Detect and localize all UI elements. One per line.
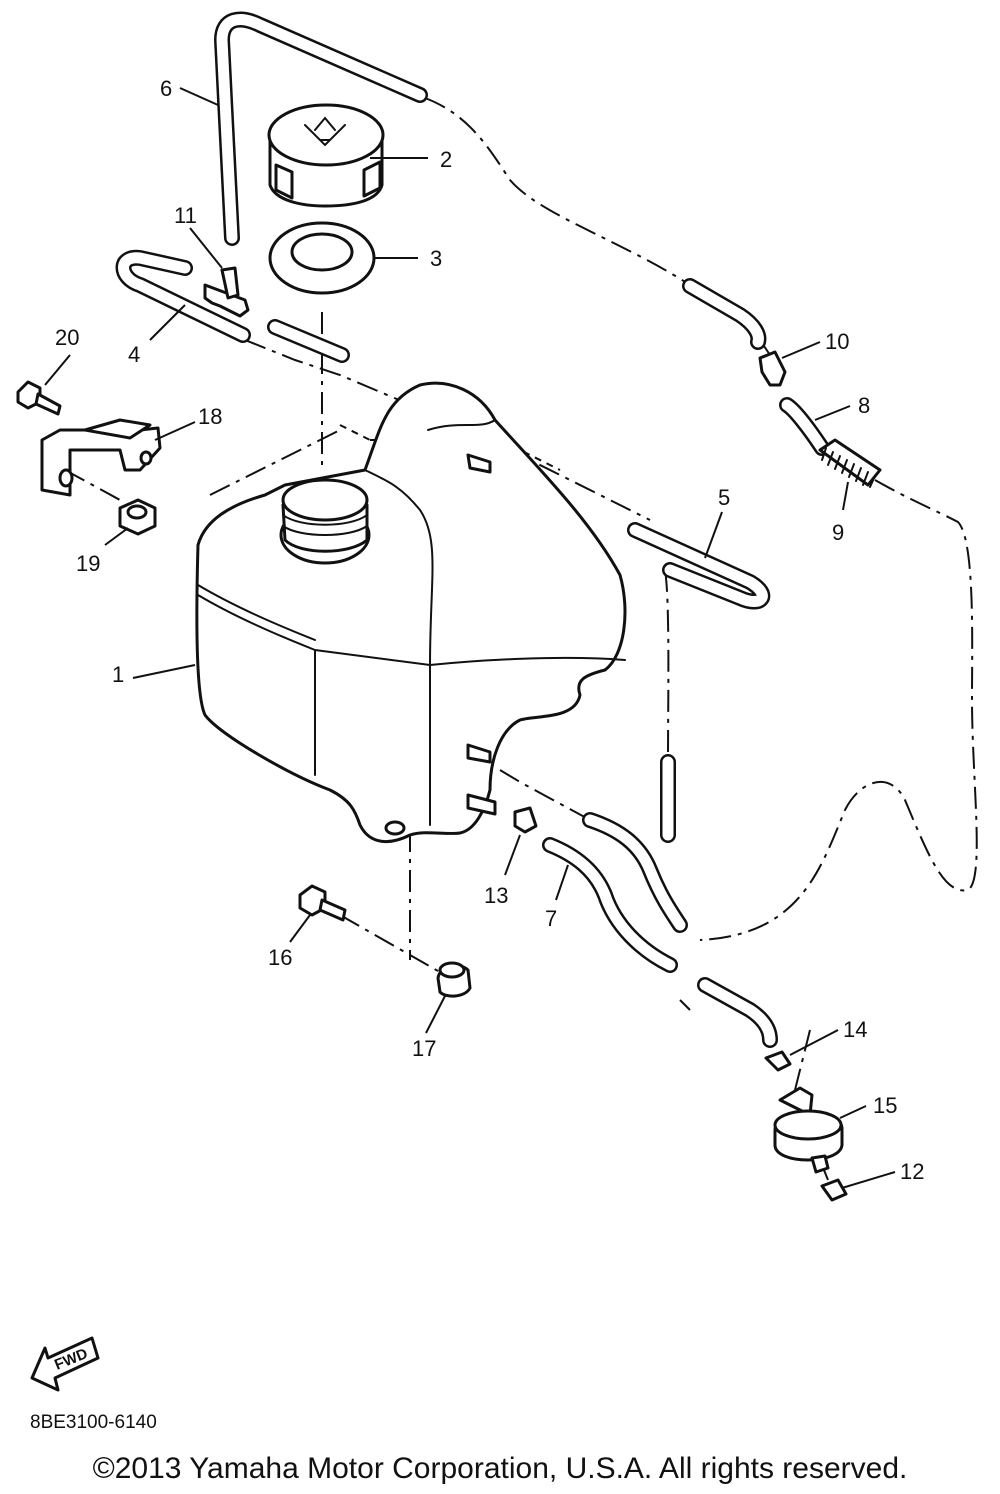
tank-cap-2 [267,103,385,208]
tank-1 [195,381,627,844]
callout-6: 6 [160,76,172,101]
check-valve-10 [758,350,787,387]
catalog-code: 8BE3100-6140 [30,1412,157,1433]
clamp-12 [820,1178,848,1202]
callout-labels: 1 2 3 4 5 6 7 8 9 10 11 12 13 14 15 16 1… [55,76,924,1184]
callout-8: 8 [858,393,870,418]
vent-hose-6 [214,11,428,246]
callout-14: 14 [843,1017,867,1042]
routing-lines [64,97,978,1181]
callout-13: 13 [484,883,508,908]
nut-19 [118,498,157,536]
callout-4: 4 [128,342,140,367]
clamp-14 [764,1050,792,1072]
callout-10: 10 [825,329,849,354]
callout-3: 3 [430,246,442,271]
fuel-filter-15 [773,1086,844,1174]
grommet-17 [436,961,472,998]
callout-5: 5 [718,485,730,510]
hose-upper-right [682,278,767,350]
callout-17: 17 [412,1036,436,1061]
callout-19: 19 [76,551,100,576]
hose-8 [779,397,830,456]
callout-9: 9 [832,520,844,545]
callout-1: 1 [112,662,124,687]
callout-2: 2 [440,147,452,172]
u-hose-4 [115,249,350,363]
gasket-3 [268,221,376,295]
leader-lines [44,87,896,1189]
callout-18: 18 [198,404,222,429]
fwd-arrow-icon: FWD [30,1336,100,1392]
bolt-16 [298,884,347,922]
copyright-notice: ©2013 Yamaha Motor Corporation, U.S.A. A… [92,1452,908,1485]
hoses-7 [542,812,688,973]
callout-7: 7 [545,906,557,931]
spring-9 [818,438,882,488]
tee-fitting-11 [203,266,250,318]
hose-lower-right [697,977,778,1048]
callout-11: 11 [174,203,197,228]
clamp-13 [513,806,538,834]
callout-20: 20 [55,325,79,350]
bolt-20 [16,380,62,416]
bracket-18 [40,418,162,497]
callout-15: 15 [873,1093,897,1118]
callout-16: 16 [268,945,292,970]
u-hose-5 [627,522,771,610]
callout-12: 12 [900,1159,924,1184]
